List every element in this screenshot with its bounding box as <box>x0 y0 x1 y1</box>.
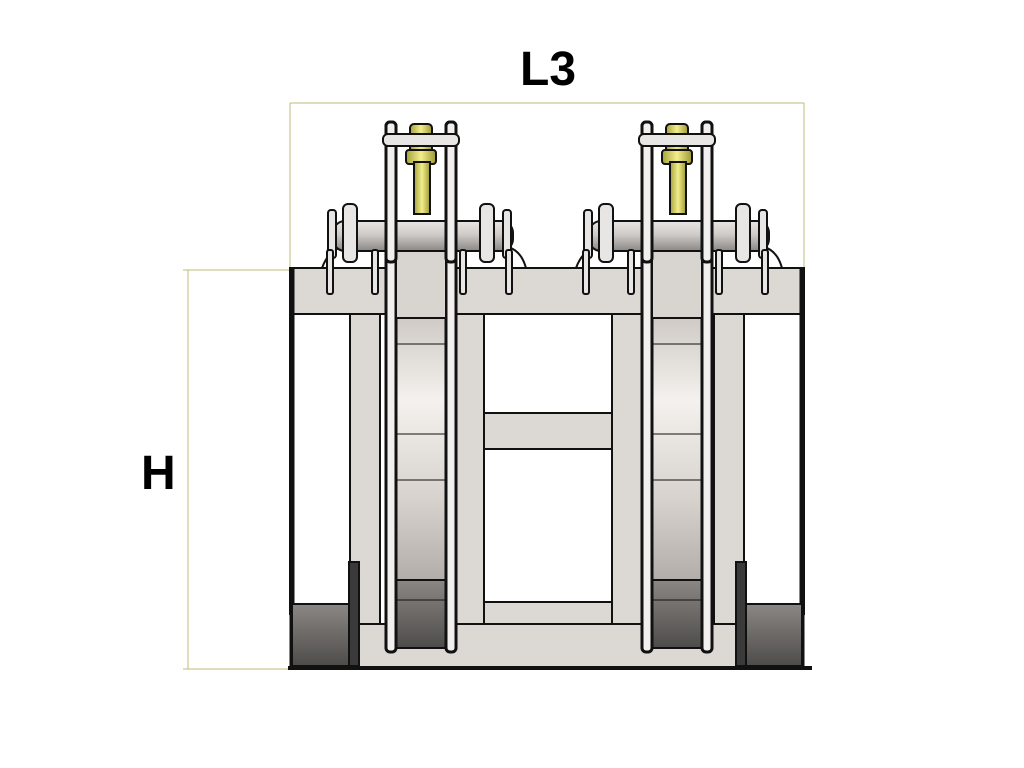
dimension-label-h: H <box>141 447 176 500</box>
left-pivot-assembly <box>321 203 527 295</box>
main-frame <box>288 267 812 670</box>
dimension-label-l3: L3 <box>520 43 577 96</box>
bottom-pads <box>291 561 803 667</box>
dimension-h <box>183 269 290 670</box>
dimension-l3 <box>289 102 805 270</box>
left-hydraulic-cylinder <box>382 123 460 215</box>
right-pivot-assembly <box>575 203 783 295</box>
arm-side-plates <box>384 120 714 264</box>
right-hydraulic-cylinder <box>638 123 716 215</box>
